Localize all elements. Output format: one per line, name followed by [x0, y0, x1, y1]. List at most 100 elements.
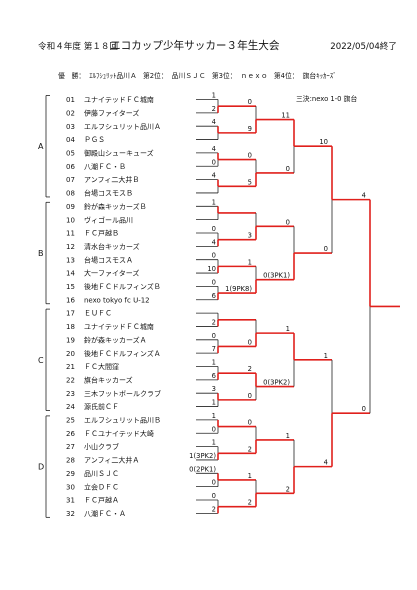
team-name: 品川ＳＪＣ [84, 470, 119, 478]
team-number: 08 [66, 190, 75, 198]
team-name: ＦＣユナイテッド大崎 [84, 429, 154, 438]
score-label: 1(9PK8) [225, 285, 252, 293]
team-number: 17 [66, 310, 75, 318]
score-label: 0 [248, 338, 252, 346]
score-label: 0 [212, 252, 216, 260]
team-name: ＰＧＳ [84, 136, 105, 144]
score-label: 1(3PK2) [189, 452, 216, 460]
score-label: 1 [212, 359, 216, 367]
score-label: 1 [286, 432, 290, 440]
team-number: 19 [66, 336, 75, 344]
team-name: アンフィ二大井Ｂ [84, 175, 139, 184]
score-label: 1 [248, 472, 252, 480]
team-number: 13 [66, 256, 75, 264]
team-name: 八潮ＦＣ・Ａ [84, 509, 126, 518]
score-label: 3 [248, 232, 252, 240]
team-name: ユナイテッドＦＣ城南 [84, 95, 154, 104]
fourth-label: 第4位： [273, 72, 299, 80]
team-name: 伊藤ファイターズ [84, 108, 139, 117]
team-name: 三木フットボールクラブ [84, 389, 161, 398]
team-number: 14 [66, 270, 75, 278]
edition: 第１８回 [83, 42, 119, 52]
team-number: 09 [66, 203, 75, 211]
team-number: 16 [66, 296, 75, 304]
score-label: 1 [286, 325, 290, 333]
team-name: 御殿山シューキューズ [84, 149, 154, 158]
score-label: 10 [319, 138, 328, 146]
score-label: 0(3PK1) [263, 272, 290, 280]
team-name: 台場コスモスＢ [84, 189, 133, 198]
team-number: 10 [66, 216, 75, 224]
team-number: 25 [66, 417, 75, 425]
score-label: 0 [212, 158, 216, 166]
score-label: 4 [212, 172, 216, 180]
team-number: 12 [66, 243, 75, 251]
team-number: 22 [66, 376, 75, 384]
score-label: 0 [248, 392, 252, 400]
team-number: 11 [66, 230, 75, 238]
score-label: 0 [248, 98, 252, 106]
score-label: 2 [212, 505, 216, 513]
team-name: エルフシュリット品川Ｂ [84, 417, 161, 425]
team-name: 旗台キッカーズ [84, 375, 133, 384]
third-place: ｎｅｘｏ [240, 72, 268, 80]
team-number: 27 [66, 443, 75, 451]
team-name: 後地ＦＣドルフィンズＡ [84, 349, 161, 358]
team-name: ＦＣ戸越Ｂ [84, 229, 119, 238]
score-label: 9 [248, 125, 252, 133]
team-name: 清水台キッカーズ [84, 242, 140, 251]
team-number: 02 [66, 109, 75, 117]
team-number: 20 [66, 350, 75, 358]
score-label: 6 [212, 372, 216, 380]
team-name: ユナイテッドＦＣ城南 [84, 322, 154, 331]
team-name: 立会ＤＦＣ [84, 482, 119, 491]
team-number: 24 [66, 403, 75, 411]
score-label: 0 [212, 425, 216, 433]
score-label: 0 [286, 165, 290, 173]
team-name: ＦＣ大間窪 [84, 362, 119, 371]
second-place: 品川ＳＪＣ [171, 72, 206, 80]
score-label: 2 [248, 445, 252, 453]
score-label: 1 [212, 399, 216, 407]
score-label: 2 [286, 485, 290, 493]
team-name: 大一ファイターズ [84, 269, 139, 278]
block-label: C [38, 356, 44, 365]
completion-date: 2022/05/04終了 [330, 42, 397, 52]
score-label: 11 [281, 112, 290, 120]
third-label: 第3位： [211, 72, 237, 80]
score-label: 4 [212, 118, 216, 126]
team-name: 後地ＦＣドルフィンズＢ [84, 282, 161, 291]
score-label: 2 [248, 365, 252, 373]
score-label: 0 [212, 479, 216, 487]
team-number: 30 [66, 483, 75, 491]
team-name: 台場コスモスＡ [84, 255, 133, 264]
team-name: 小山クラブ [84, 442, 119, 451]
page-title: エコカップ少年サッカー３年生大会 [110, 40, 280, 52]
team-number: 32 [66, 510, 75, 518]
team-name: nexo tokyo fc U-12 [84, 296, 150, 304]
team-number: 07 [66, 176, 75, 184]
score-label: 2 [212, 318, 216, 326]
header-left: 令和４年度 第１８回 [38, 40, 118, 52]
team-number: 15 [66, 283, 75, 291]
fourth-place: 旗台ｷｯｶｰｽﾞ [302, 72, 337, 80]
score-label: 0 [362, 405, 366, 413]
team-number: 26 [66, 430, 75, 438]
score-label: 1 [212, 439, 216, 447]
score-label: 0 [212, 332, 216, 340]
team-name: 鈴が森キッカーズＡ [84, 335, 147, 344]
second-label: 第2位： [142, 72, 168, 80]
score-label: 10 [207, 265, 216, 273]
score-label: 7 [212, 345, 216, 353]
team-number: 18 [66, 323, 75, 331]
score-label: 0 [212, 278, 216, 286]
score-label: 0 [248, 419, 252, 427]
team-name: ヴィゴール品川 [84, 215, 133, 224]
team-name: 八潮ＦＣ・Ｂ [84, 162, 126, 171]
score-label: 6 [212, 292, 216, 300]
score-label: 5 [248, 178, 252, 186]
third-place-match: 三決:nexo 1-0 旗台 [296, 94, 357, 103]
score-label: 1 [212, 412, 216, 420]
team-number: 23 [66, 390, 75, 398]
team-number: 29 [66, 470, 75, 478]
